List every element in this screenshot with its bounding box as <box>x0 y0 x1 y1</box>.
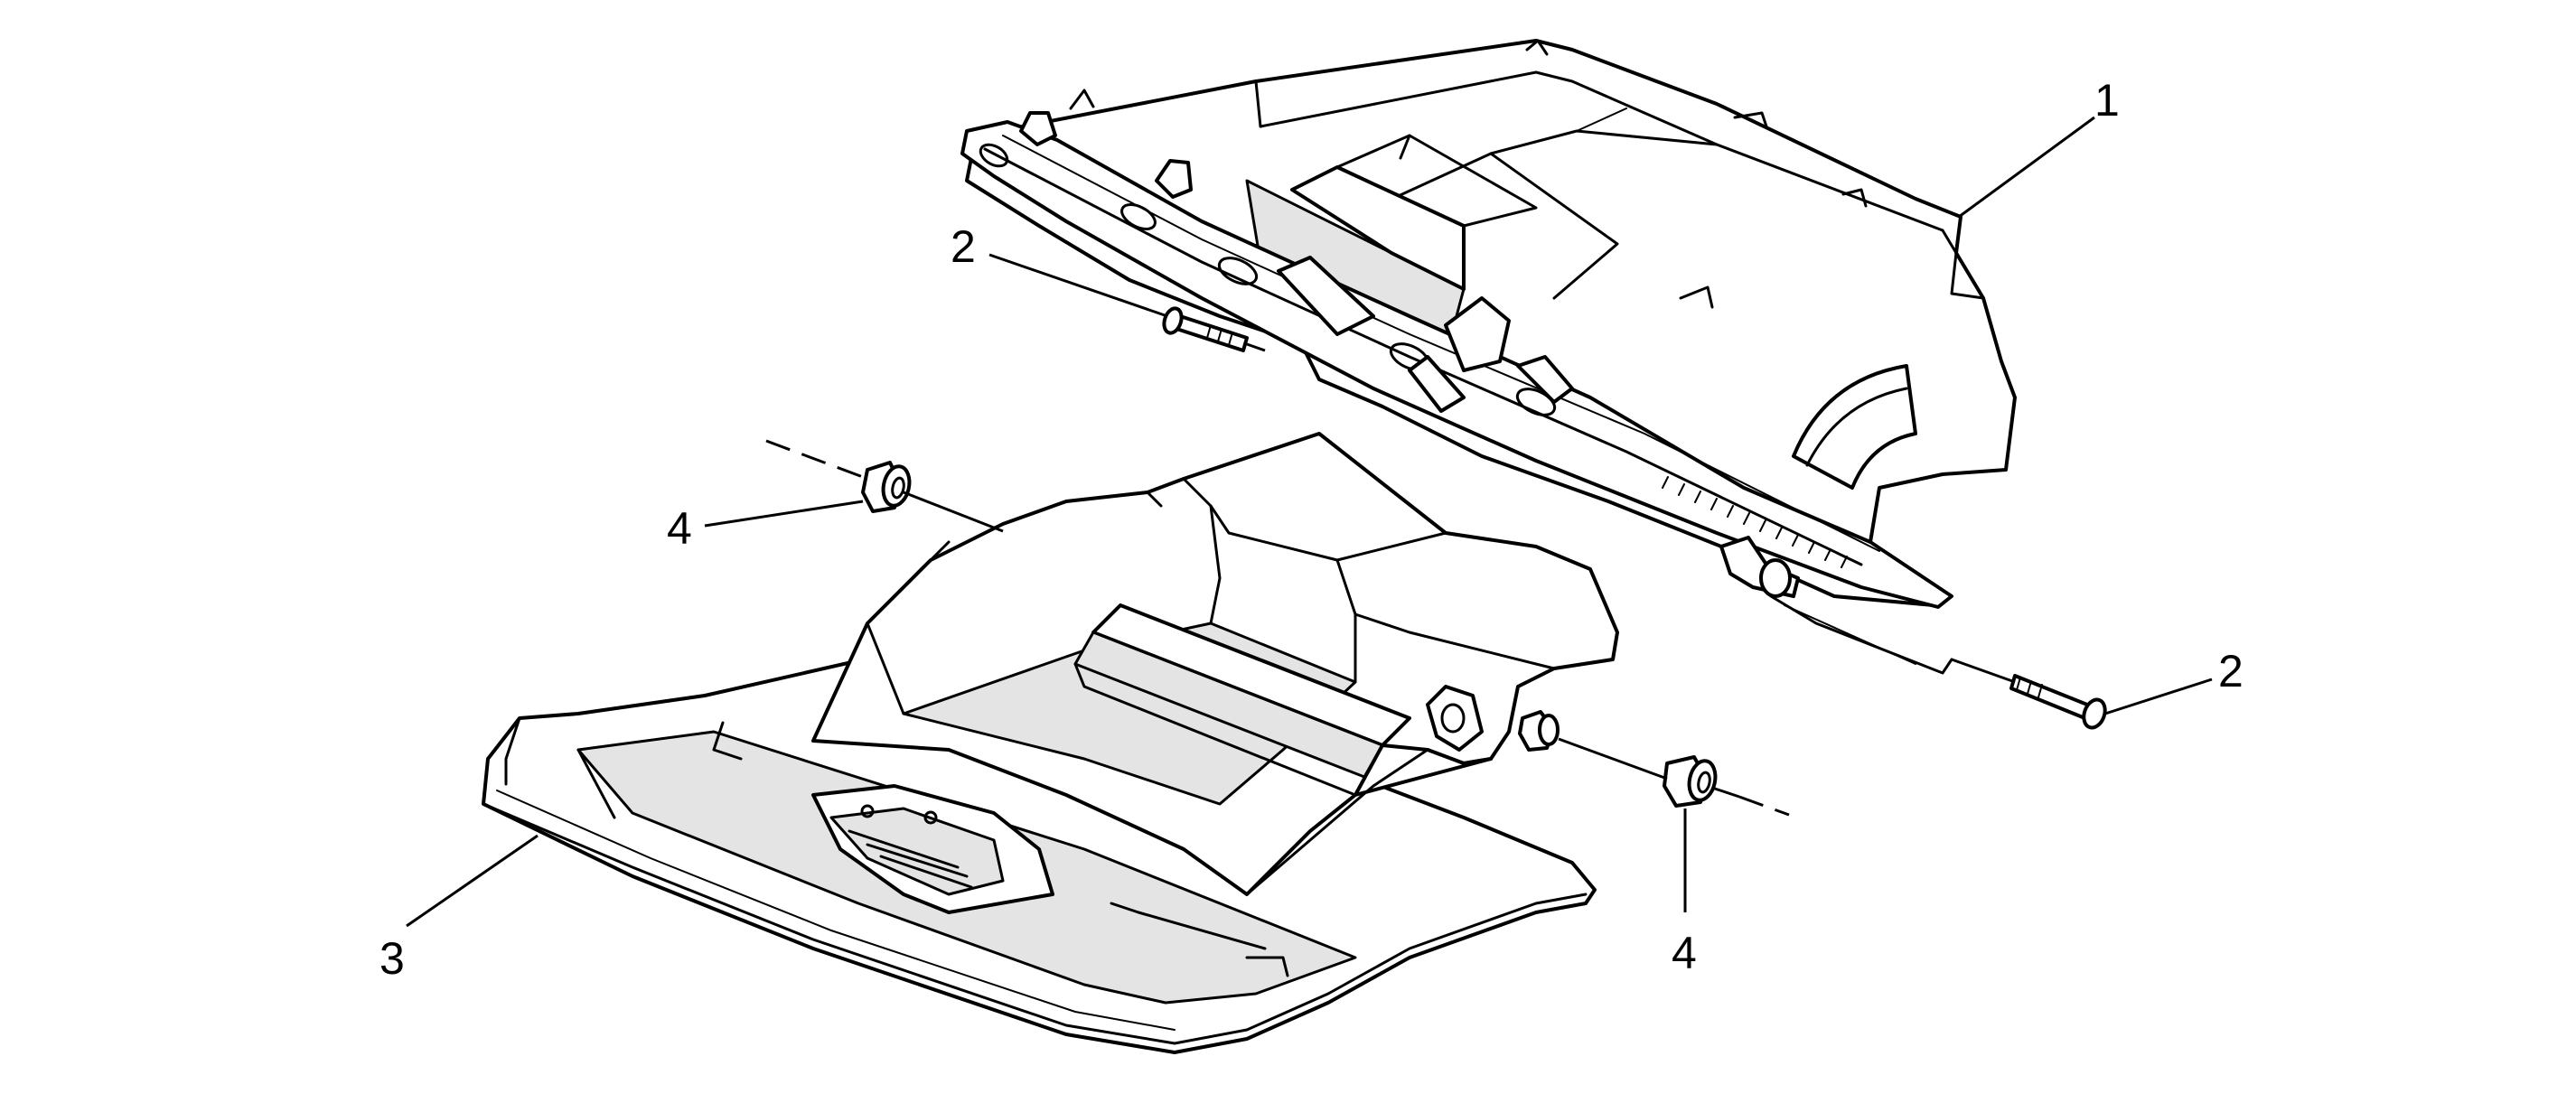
glove-box-housing <box>960 39 2017 675</box>
callout-4-right: 4 <box>1672 928 1697 978</box>
leader-2-right <box>2104 678 2213 715</box>
callout-2-right: 2 <box>2218 646 2243 696</box>
leader-3 <box>406 834 539 928</box>
bushing-left <box>861 461 912 513</box>
assembly-axes <box>765 342 2016 817</box>
callout-3: 3 <box>379 933 405 984</box>
callout-4-left: 4 <box>667 503 692 554</box>
callout-2-upper: 2 <box>951 221 976 272</box>
leader-1 <box>1958 116 2095 219</box>
callout-1: 1 <box>2094 75 2120 126</box>
callout-labels: 1 2 2 3 4 4 <box>379 75 2243 984</box>
leader-lines <box>406 116 2213 928</box>
pivot-pin-right <box>2009 674 2107 730</box>
leader-4-left <box>704 500 864 528</box>
glove-box-door <box>482 432 1619 1054</box>
bushing-right <box>1663 755 1718 808</box>
door-pivot-boss <box>1518 710 1560 752</box>
pivot-pin-upper-left <box>1162 306 1249 352</box>
leader-2-upper <box>988 253 1168 318</box>
